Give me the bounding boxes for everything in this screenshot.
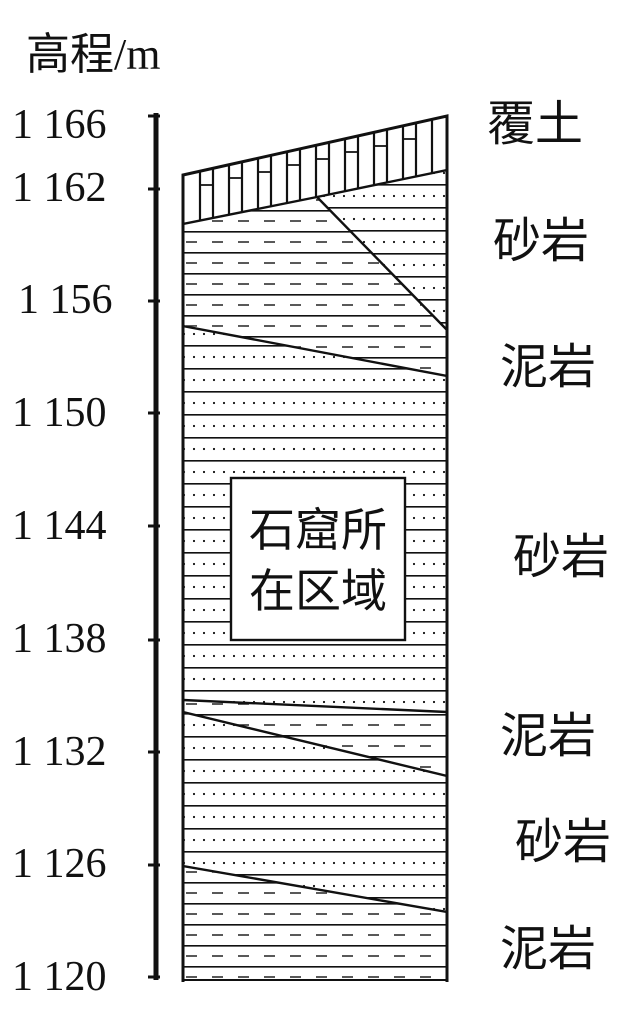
- tick-label: 1 162: [12, 165, 107, 211]
- layer-label-mudstone: 泥岩: [500, 341, 596, 394]
- layer-label-sandstone: 砂岩: [513, 531, 609, 584]
- axis-tick-labels: 1 166 1 162 1 156 1 150 1 144 1 138 1 13…: [12, 102, 113, 1000]
- layer-boundaries: [183, 168, 447, 914]
- cave-area-callout: 石窟所 在区域: [229, 476, 407, 642]
- elevation-axis: [148, 113, 160, 980]
- tick-label: 1 132: [12, 729, 107, 775]
- lithology-labels: 覆土 砂岩 泥岩 砂岩 泥岩 砂岩 泥岩: [487, 98, 611, 976]
- tick-label: 1 126: [12, 841, 107, 887]
- layer-label-mudstone: 泥岩: [500, 710, 596, 763]
- tick-label: 1 138: [12, 616, 107, 662]
- layer-label-sandstone: 砂岩: [493, 215, 589, 268]
- layer-label-soil: 覆土: [487, 98, 583, 151]
- column-outline: [181, 114, 449, 982]
- mudstone-layer-lower: [183, 866, 447, 982]
- mudstone-layer-middle: [183, 700, 447, 776]
- cave-area-label-line1: 石窟所: [249, 505, 387, 556]
- mudstone-wedge-upper: [183, 197, 447, 330]
- axis-title: 高程/m: [26, 30, 160, 79]
- tick-label: 1 156: [18, 277, 113, 323]
- tick-label: 1 144: [12, 503, 107, 549]
- tick-label: 1 166: [12, 102, 107, 148]
- tick-label: 1 150: [12, 390, 107, 436]
- cave-area-label-line2: 在区域: [249, 566, 387, 617]
- layer-label-mudstone: 泥岩: [500, 923, 596, 976]
- sandstone-layer-lower: [183, 712, 447, 912]
- layer-label-sandstone: 砂岩: [515, 816, 611, 869]
- stratigraphic-column: [183, 116, 447, 982]
- tick-label: 1 120: [12, 954, 107, 1000]
